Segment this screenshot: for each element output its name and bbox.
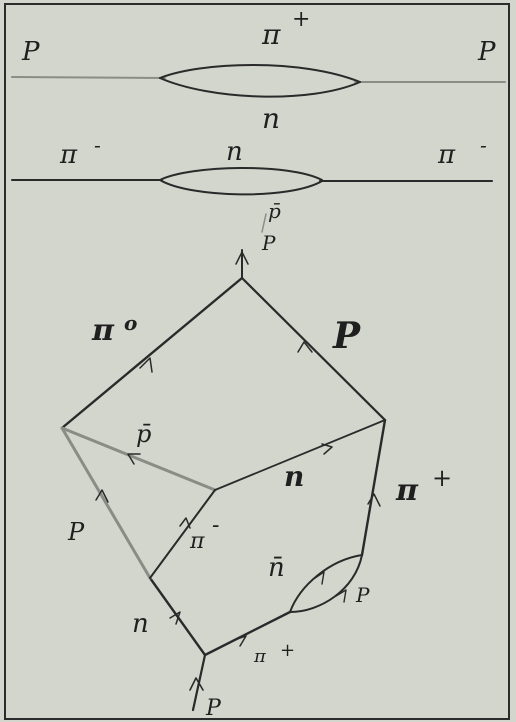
diagram3-incoming-arrow <box>189 677 204 691</box>
diagram1-incoming-line <box>11 76 166 79</box>
diagram2-left-label: π <box>59 140 78 170</box>
diagram3-bottom-pi-plus-arrow <box>233 635 247 647</box>
diagram3-top-left-charge: o <box>124 311 137 335</box>
diagram3-right-pi-plus-line <box>360 418 387 557</box>
diagram1-bottom-label: n <box>262 102 280 135</box>
diagram2-top-label: n <box>226 137 243 167</box>
diagram3-middle-n-line <box>214 419 386 491</box>
diagram2-loop-upper <box>159 167 323 181</box>
diagram3-center-label: π <box>189 529 205 554</box>
diagram3-pbar-arrow <box>127 453 141 465</box>
diagram3-incoming-label: P <box>205 696 222 721</box>
diagram1-left-label: P <box>21 37 40 67</box>
diagram-1: P P π + n <box>11 7 506 135</box>
diagram3-top-out-tick <box>261 213 267 233</box>
diagram3-right-pi-plus-arrow <box>367 493 381 507</box>
diagram3-left-lower-label: n <box>132 609 149 639</box>
diagram3-right-charge: + <box>432 464 452 492</box>
diagram1-right-label: P <box>477 37 496 67</box>
diagram3-top-right-label: P <box>332 315 361 357</box>
diagram3-bottom-pi-plus-line <box>203 610 292 657</box>
diagram2-right-label: π <box>437 140 456 170</box>
diagram3-loop-upper-arrow <box>314 571 325 585</box>
sheet-border <box>4 3 510 720</box>
diagram3-bottom-mid-charge: + <box>280 640 295 661</box>
diagram3-top-out-arrow <box>235 251 249 265</box>
diagram2-bottom-label: p̄ <box>268 199 281 223</box>
diagram2-right-charge: - <box>480 133 487 157</box>
diagram3-loop-lower-label: P <box>355 583 370 607</box>
diagram3-right-p-arrow <box>297 341 313 353</box>
diagram3-loop-lower <box>289 554 363 613</box>
diagram2-loop-lower <box>159 179 323 196</box>
diagram3-pi-minus-arrow <box>179 517 191 529</box>
diagram3-n-arrow <box>169 611 181 625</box>
diagram3-right-label: π <box>395 473 419 508</box>
diagram3-n-line <box>148 576 207 657</box>
diagram-3: P n P π o P p̄ n π - π + π + n̄ P P <box>60 213 452 721</box>
diagram3-left-upper-label: P <box>67 518 85 546</box>
diagram3-pbar-line <box>60 426 217 492</box>
diagram1-loop-lower <box>159 77 361 98</box>
diagram3-middle-n-arrow <box>321 443 333 455</box>
diagram3-top-out-label: P <box>261 231 276 255</box>
diagram1-loop-upper <box>159 64 361 83</box>
diagram3-top-left-label: π <box>91 313 115 348</box>
diagram3-pi-minus-line <box>149 489 216 579</box>
diagram3-bottom-mid-label: π <box>253 646 267 667</box>
diagram3-left-p-arrow <box>95 489 109 503</box>
diagram3-middle-lower-label: n <box>284 460 304 493</box>
diagram3-loop-upper <box>289 554 363 613</box>
diagram3-right-p-line <box>240 276 387 422</box>
diagram1-top-charge: + <box>292 7 310 32</box>
diagram-2: π - π - n p̄ <box>11 133 493 223</box>
diagram3-left-p-line <box>60 426 152 580</box>
diagram3-pi0-arrow <box>139 357 153 373</box>
diagram3-middle-upper-label: p̄ <box>136 420 151 448</box>
diagram1-top-label: π <box>261 18 281 51</box>
diagram3-center-charge: - <box>212 513 219 538</box>
diagram3-pi0-line <box>60 276 244 430</box>
diagram2-left-charge: - <box>94 133 101 157</box>
diagram3-loop-lower-arrow <box>335 589 347 603</box>
diagram3-loop-upper-label: n̄ <box>268 553 285 583</box>
